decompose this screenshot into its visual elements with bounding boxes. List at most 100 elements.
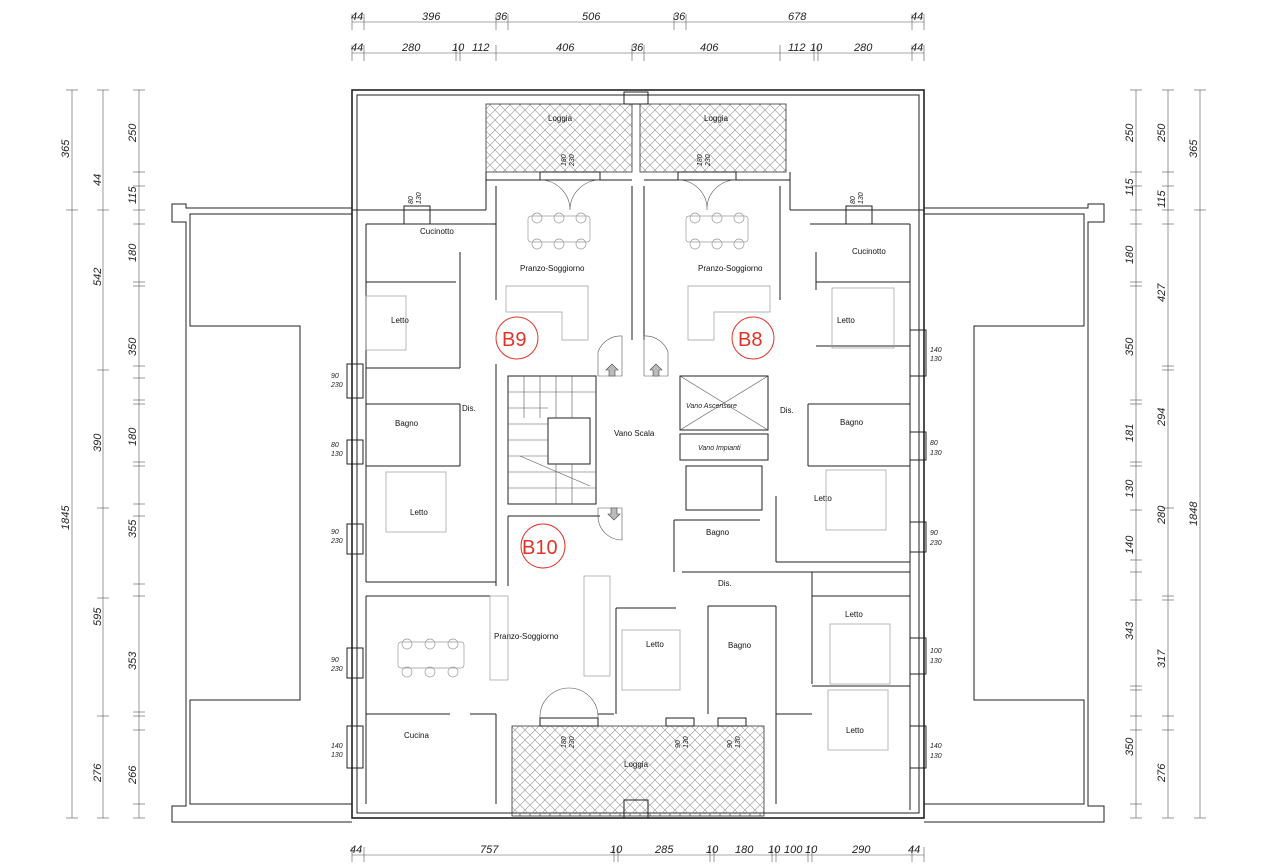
dim-label: 44 xyxy=(351,42,363,54)
room-label: Vano Scala xyxy=(614,429,655,438)
dim-label: 112 xyxy=(472,42,490,54)
dim-label: 44 xyxy=(908,844,920,856)
stair-core: Vano Scala xyxy=(507,335,669,541)
openings: 180 230 180 230 80 130 80 130 90 230 8 xyxy=(330,154,942,769)
opening-label: 140 xyxy=(331,743,343,750)
room-label: Pranzo-Soggiorno xyxy=(494,632,559,641)
opening-label: 130 xyxy=(930,753,942,760)
opening-label: 140 xyxy=(930,347,942,354)
bottom-dimension-chain: 44 757 10 285 10 180 10 100 10 290 44 xyxy=(350,844,925,862)
window-left-2: 80 130 xyxy=(331,439,364,465)
opening-label: 230 xyxy=(330,538,343,545)
unit-label: B9 xyxy=(502,329,526,351)
opening-label: 100 xyxy=(930,648,942,655)
unit-label: B10 xyxy=(522,537,558,559)
dim-label: 44 xyxy=(911,11,923,23)
room-label: Pranzo-Soggiorno xyxy=(698,264,763,273)
column xyxy=(623,91,649,105)
room-label: Letto xyxy=(845,610,863,619)
opening-label: 130 xyxy=(930,658,942,665)
room-label: Bagno xyxy=(728,641,752,650)
opening-label: 230 xyxy=(330,382,343,389)
dim-label: 250 xyxy=(1124,123,1136,143)
room-label: Vano Impianti xyxy=(698,445,741,452)
dim-label: 290 xyxy=(851,844,871,856)
opening-label: 80 xyxy=(331,442,339,449)
dim-label: 406 xyxy=(556,42,575,54)
dim-label: 180 xyxy=(127,243,139,262)
dim-label: 294 xyxy=(1156,408,1168,427)
opening-label: 80 xyxy=(930,440,938,447)
room-label: Vano Ascensore xyxy=(686,403,737,410)
opening-label: 130 xyxy=(930,356,942,363)
window-right-1: 140 130 xyxy=(909,329,942,377)
opening-label: 90 xyxy=(675,740,682,748)
opening-label: 130 xyxy=(858,192,865,204)
right-dimension-chains: 1848 365 250 250 115 115 180 427 350 294… xyxy=(1124,89,1206,819)
dim-label: 396 xyxy=(422,11,441,23)
window-bottom-letto: 90 130 xyxy=(665,717,695,748)
opening-label: 180 xyxy=(561,154,568,166)
opening-label: 80 xyxy=(408,196,415,204)
dim-label: 595 xyxy=(92,607,104,626)
dim-label: 115 xyxy=(1156,190,1168,208)
room-label: Letto xyxy=(410,508,428,517)
room-label: Cucinotto xyxy=(420,227,454,236)
dim-label: 44 xyxy=(911,42,923,54)
dim-label: 365 xyxy=(1188,139,1200,158)
arrow-up-icon xyxy=(605,363,619,377)
window-right-2: 80 130 xyxy=(909,431,942,461)
dim-label: 390 xyxy=(92,433,104,452)
dim-label: 350 xyxy=(1124,737,1136,756)
dim-label: 365 xyxy=(60,139,72,158)
room-label: Dis. xyxy=(780,406,794,415)
room-label: Dis. xyxy=(718,579,732,588)
dim-label: 678 xyxy=(788,11,807,23)
window-right-5: 140 130 xyxy=(909,725,942,769)
room-label: Letto xyxy=(846,726,864,735)
window-left-5: 140 130 xyxy=(331,725,364,769)
dim-label: 10 xyxy=(805,844,818,856)
room-label: Bagno xyxy=(706,528,730,537)
unit-b10: B10 Bagno Dis. Letto Pranzo-Soggiorno Le… xyxy=(397,523,891,751)
arrow-down-icon xyxy=(607,507,621,521)
loggia-bottom: Loggia xyxy=(511,725,765,819)
dim-label: 181 xyxy=(1124,424,1136,442)
building-outline xyxy=(351,89,925,819)
right-terrace xyxy=(924,203,1105,823)
dim-label: 350 xyxy=(127,337,139,356)
dim-label: 44 xyxy=(350,844,362,856)
loggia-top-left: Loggia xyxy=(485,103,633,173)
room-label: Cucinotto xyxy=(852,247,886,256)
dim-label: 10 xyxy=(810,42,823,54)
dim-label: 427 xyxy=(1156,283,1168,302)
dim-label: 757 xyxy=(480,844,499,856)
window-right-4: 100 130 xyxy=(909,637,942,675)
top-dimension-chain-2: 44 280 10 112 406 36 406 112 10 280 44 xyxy=(351,42,925,61)
opening-label: 80 xyxy=(850,196,857,204)
dim-label: 280 xyxy=(853,42,873,54)
dim-label: 180 xyxy=(735,844,754,856)
room-label: Bagno xyxy=(395,419,419,428)
opening-label: 90 xyxy=(331,529,339,536)
opening-label: 130 xyxy=(683,736,690,748)
window-top-left: 180 230 xyxy=(539,154,601,211)
window-bottom-living: 180 230 xyxy=(539,687,599,749)
room-label: Letto xyxy=(391,316,409,325)
dim-label: 10 xyxy=(610,844,623,856)
window-left-4: 90 230 xyxy=(330,647,364,679)
room-label: Letto xyxy=(646,640,664,649)
opening-label: 180 xyxy=(697,154,704,166)
dim-label: 36 xyxy=(495,11,508,23)
dim-label: 36 xyxy=(673,11,686,23)
window-cucinotto-b8: 80 130 xyxy=(845,192,873,225)
opening-label: 140 xyxy=(930,743,942,750)
room-label: Loggia xyxy=(548,114,573,123)
window-left-3: 90 230 xyxy=(330,523,364,555)
left-terrace xyxy=(171,203,352,823)
room-label: Loggia xyxy=(704,114,729,123)
room-label: Dis. xyxy=(462,404,476,413)
room-label: Loggia xyxy=(624,760,649,769)
left-dimension-chains: 1845 365 542 390 595 276 250 44 115 180 … xyxy=(60,89,145,819)
